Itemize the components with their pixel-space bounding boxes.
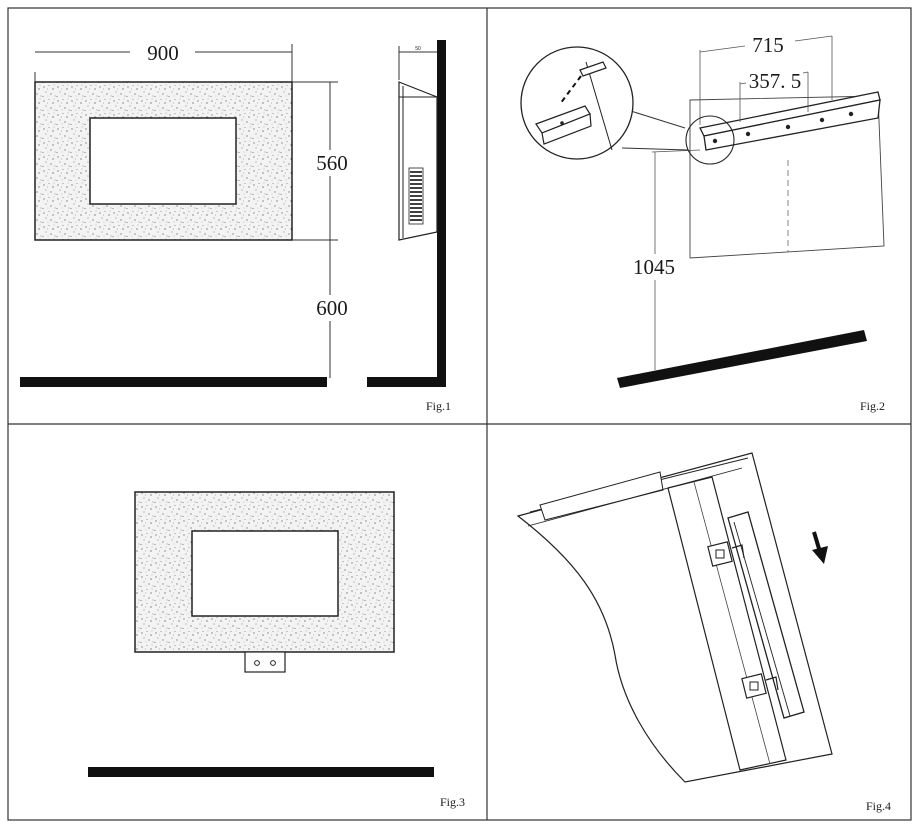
fig1-hood-side [398, 81, 438, 241]
fig4-upper-hook [707, 541, 745, 567]
fig2-half-line-left [739, 82, 747, 85]
fig2-detail-wall-line [585, 61, 613, 151]
fig2-bracket-hole [819, 117, 825, 123]
fig1-wall [437, 40, 446, 387]
fig2-height-label-bg [628, 254, 680, 280]
fig3-glass-panel [191, 530, 339, 617]
fig1-floor-gap-label: 600 [316, 296, 348, 320]
fig4-trim-line [527, 467, 743, 527]
fig1-caption: Fig.1 [426, 399, 451, 413]
fig2-bracket-hole [712, 138, 718, 144]
fig3-bracket-screw [254, 660, 260, 666]
fig3-caption: Fig.3 [440, 795, 465, 809]
fig2-detail-circle [520, 46, 634, 160]
fig2-span-line-right [794, 35, 833, 42]
fig2-height-ext-top [651, 149, 701, 153]
fig4-wall-rail [727, 511, 805, 719]
fig3-countertop [88, 767, 434, 777]
fig2-detail-target-circle [685, 115, 735, 165]
fig1-width-label: 900 [147, 41, 179, 65]
fig1-panel: 900 560 600 50 [20, 40, 451, 413]
fig1-countertop [20, 377, 327, 387]
fig2-bracket-hole [785, 124, 791, 130]
fig2-panel: 715 357. 5 1045 Fig.2 [520, 33, 885, 413]
fig4-lower-hook [741, 673, 779, 699]
fig2-callout-leader-bottom [621, 147, 689, 151]
fig2-height-label: 1045 [633, 255, 675, 279]
fig2-detail-hook-top [579, 61, 607, 77]
fig4-caption: Fig.4 [866, 799, 891, 813]
fig2-detail-bracket-hole [560, 121, 564, 125]
fig2-countertop [617, 330, 867, 388]
fig2-bracket-hole [745, 131, 751, 137]
fig2-wall-outline [689, 95, 885, 259]
fig1-side-dim-label: 50 [415, 46, 421, 52]
fig4-top-trim [539, 471, 664, 521]
fig1-side-countertop [367, 377, 446, 387]
fig4-direction-arrow-icon [812, 531, 828, 564]
fig3-mount-bracket [244, 651, 286, 673]
fig2-half-span-label: 357. 5 [749, 69, 802, 93]
outer-frame [7, 7, 912, 821]
fig4-panel: Fig.4 [516, 452, 891, 813]
fig2-caption: Fig.2 [860, 399, 885, 413]
fig4-back-panel [667, 476, 787, 771]
fig1-glass-panel [89, 117, 237, 205]
fig2-span-line-left [699, 45, 746, 53]
fig3-bracket-screw [270, 660, 276, 666]
fig1-floor-gap-label-bg [312, 295, 352, 321]
fig2-detail-bracket-face [541, 113, 592, 145]
fig2-half-line-right [802, 71, 809, 74]
fig4-panel-inner-line [693, 481, 771, 765]
fig2-span-label: 715 [752, 33, 784, 57]
fig1-height-label-bg [312, 150, 352, 176]
fig2-bracket-face [703, 99, 881, 151]
fig2-detail-insert-line [559, 75, 582, 105]
fig1-height-label: 560 [316, 151, 348, 175]
fig2-bracket-hole [848, 111, 854, 117]
fig3-panel: Fig.3 [88, 491, 465, 809]
fig1-vent-grille [408, 167, 424, 225]
